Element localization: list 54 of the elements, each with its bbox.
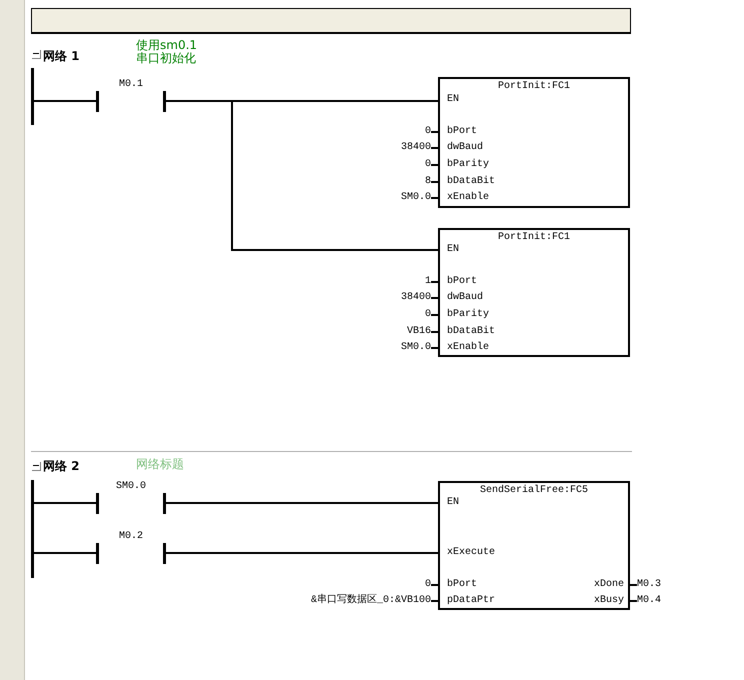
- network-heading: 网络 1: [43, 49, 80, 63]
- pin-label: xEnable: [447, 192, 490, 204]
- pin-value: SM0.0: [400, 342, 431, 354]
- pin-value: 1: [424, 276, 431, 288]
- block-title: SendSerialFree:FC5: [478, 485, 590, 497]
- wire: [34, 502, 96, 504]
- pin-label: pDataPtr: [447, 595, 496, 607]
- pin-label: bDataBit: [447, 326, 496, 338]
- pin-label: bParity: [447, 309, 490, 321]
- power-rail: [31, 480, 34, 578]
- power-rail: [31, 68, 34, 125]
- wire: [166, 502, 438, 504]
- pin-label: EN: [447, 497, 460, 509]
- pin-value: 0: [424, 159, 431, 171]
- pin-label: bPort: [447, 276, 478, 288]
- wire: [34, 100, 96, 102]
- pin-label: EN: [447, 94, 460, 106]
- pin-label: xExecute: [447, 547, 496, 559]
- comment-bar: [31, 8, 631, 34]
- pin-label: bParity: [447, 159, 490, 171]
- contact-address: M0.1: [118, 79, 144, 91]
- pin-label: xEnable: [447, 342, 490, 354]
- pin-value: 0: [424, 309, 431, 321]
- pin-label: xDone: [594, 579, 624, 591]
- network-heading: 网络 2: [43, 459, 80, 473]
- pin-value: VB16: [406, 326, 431, 338]
- pin-label: bPort: [447, 579, 478, 591]
- wire: [166, 100, 438, 251]
- pin-label: xBusy: [594, 595, 624, 607]
- function-block: [438, 77, 630, 208]
- pin-value: &串口写数据区_0:&VB100: [310, 595, 431, 607]
- pin-label: bDataBit: [447, 176, 496, 188]
- pin-value: 8: [424, 176, 431, 188]
- wire: [166, 552, 438, 554]
- pin-label: EN: [447, 244, 460, 256]
- pin-value: 38400: [400, 292, 431, 304]
- pin-value: M0.3: [637, 579, 662, 591]
- pin-value: M0.4: [637, 595, 662, 607]
- block-title: PortInit:FC1: [496, 81, 571, 93]
- pin-label: dwBaud: [447, 292, 484, 304]
- pin-value: SM0.0: [400, 192, 431, 204]
- pin-value: 0: [424, 126, 431, 138]
- pin-value: 38400: [400, 142, 431, 154]
- network-comment: 使用sm0.1串口初始化: [136, 39, 198, 65]
- network-title: 网络标题: [136, 457, 184, 471]
- pin-label: bPort: [447, 126, 478, 138]
- function-block: [438, 481, 630, 610]
- contact-address: SM0.0: [114, 481, 147, 493]
- pin-label: dwBaud: [447, 142, 484, 154]
- pin-value: 0: [424, 579, 431, 591]
- wire: [34, 552, 96, 554]
- function-block: [438, 228, 630, 357]
- contact-address: M0.2: [118, 531, 144, 543]
- block-title: PortInit:FC1: [496, 232, 571, 244]
